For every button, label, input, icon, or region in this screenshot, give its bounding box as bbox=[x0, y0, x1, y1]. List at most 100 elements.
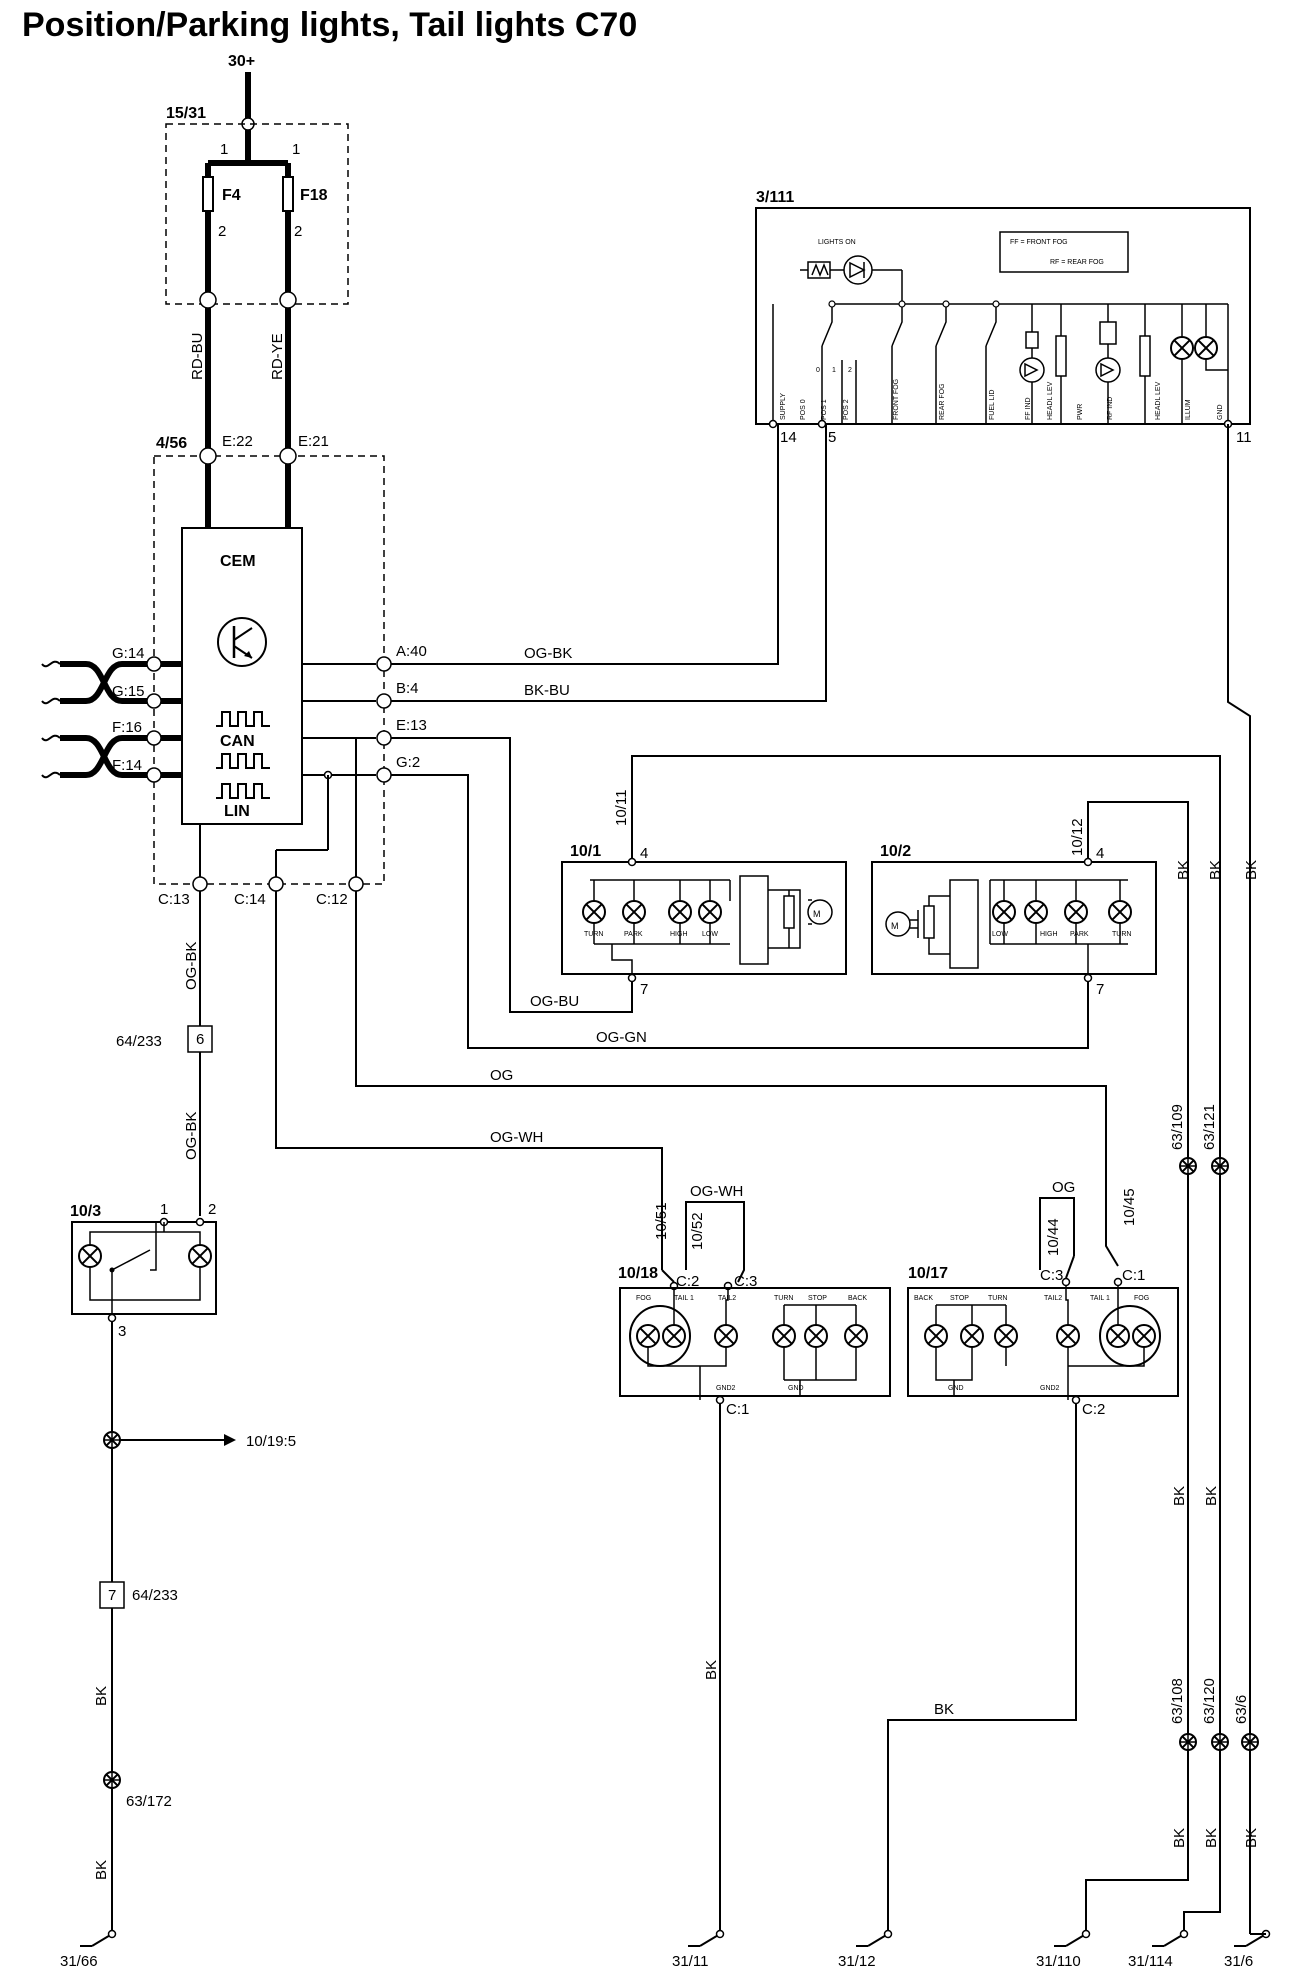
svg-text:TAIL 1: TAIL 1 bbox=[674, 1295, 694, 1302]
switch-id: 3/111 bbox=[756, 189, 794, 206]
svg-text:TAIL 1: TAIL 1 bbox=[1090, 1295, 1110, 1302]
svg-text:0: 0 bbox=[816, 367, 820, 374]
connector-64-233-a: 64/233 bbox=[116, 1033, 162, 1050]
svg-text:GND2: GND2 bbox=[716, 1385, 736, 1392]
svg-text:BK: BK bbox=[1171, 1828, 1188, 1848]
ground-31-12: 31/12 bbox=[838, 1953, 876, 1970]
taillamp-left-id: 10/18 bbox=[618, 1265, 658, 1282]
connector-64-233-b: 64/233 bbox=[132, 1587, 178, 1604]
svg-text:M: M bbox=[813, 909, 821, 919]
svg-text:POS 2: POS 2 bbox=[843, 399, 850, 420]
svg-text:FF = FRONT FOG: FF = FRONT FOG bbox=[1010, 239, 1068, 246]
headlamp-left-id: 10/1 bbox=[570, 843, 601, 860]
svg-text:4: 4 bbox=[1096, 845, 1104, 862]
svg-text:HEADL LEV: HEADL LEV bbox=[1155, 381, 1162, 420]
headlamp-right-10-2: 10/2 4 M LOW HIGH PARK TURN 7 bbox=[871, 843, 1157, 998]
svg-text:7: 7 bbox=[108, 1587, 116, 1604]
splice-63-172: 63/172 bbox=[126, 1793, 172, 1810]
svg-text:A:40: A:40 bbox=[396, 643, 427, 660]
svg-text:2: 2 bbox=[218, 223, 226, 240]
svg-text:FOG: FOG bbox=[636, 1295, 651, 1302]
supply-label: 30+ bbox=[228, 53, 255, 70]
conn-10-51: 10/51 bbox=[653, 1202, 670, 1240]
switch-pin-labels: SUPPLY POS 0 POS 1 POS 2 FRONT FOG REAR … bbox=[780, 379, 1224, 420]
fuse-f4: F4 bbox=[222, 187, 241, 204]
wire-og: OG bbox=[490, 1067, 513, 1084]
fusebox-15-31: 30+ 15/31 1 1 2 2 F4 F18 bbox=[165, 53, 349, 309]
cem-id: 4/56 bbox=[156, 435, 187, 452]
svg-text:OG-WH: OG-WH bbox=[690, 1183, 743, 1200]
svg-text:2: 2 bbox=[294, 223, 302, 240]
svg-text:TURN: TURN bbox=[584, 931, 603, 938]
svg-text:1: 1 bbox=[832, 367, 836, 374]
svg-text:TAIL2: TAIL2 bbox=[718, 1295, 736, 1302]
taillamp-right-10-17: OG 10/44 10/45 10/17 C:3 C:1 BACK STOP T… bbox=[907, 1179, 1179, 1418]
svg-text:BK: BK bbox=[1171, 1486, 1188, 1506]
svg-text:BK: BK bbox=[1203, 1828, 1220, 1848]
svg-text:C:1: C:1 bbox=[1122, 1267, 1145, 1284]
svg-text:BK: BK bbox=[1175, 860, 1192, 880]
svg-text:PARK: PARK bbox=[1070, 931, 1089, 938]
splice-63-121: 63/121 bbox=[1201, 1104, 1218, 1150]
splice-63-108: 63/108 bbox=[1169, 1678, 1186, 1724]
ground-31-11: 31/11 bbox=[672, 1953, 708, 1970]
svg-text:OG-BK: OG-BK bbox=[183, 942, 200, 990]
wire-bk-bu: BK-BU bbox=[524, 682, 570, 699]
svg-text:HIGH: HIGH bbox=[1040, 931, 1058, 938]
svg-text:LOW: LOW bbox=[702, 931, 718, 938]
svg-text:BACK: BACK bbox=[914, 1295, 933, 1302]
conn-10-11: 10/11 bbox=[613, 790, 630, 826]
svg-text:TURN: TURN bbox=[774, 1295, 793, 1302]
svg-text:C:3: C:3 bbox=[1040, 1267, 1063, 1284]
svg-text:2: 2 bbox=[848, 367, 852, 374]
svg-text:LIGHTS ON: LIGHTS ON bbox=[818, 239, 856, 246]
svg-text:OG-BK: OG-BK bbox=[183, 1112, 200, 1160]
svg-text:7: 7 bbox=[640, 981, 648, 998]
svg-text:E:22: E:22 bbox=[222, 433, 253, 450]
svg-text:RF = REAR FOG: RF = REAR FOG bbox=[1050, 259, 1104, 266]
svg-text:STOP: STOP bbox=[950, 1295, 969, 1302]
wire-og-wh: OG-WH bbox=[490, 1129, 543, 1146]
wire-og-bk: OG-BK bbox=[524, 645, 572, 662]
taillamp-right-id: 10/17 bbox=[908, 1265, 948, 1282]
light-switch-3-111: 3/111 LIGHTS ON FF = FRONT FOG RF = REAR… bbox=[755, 189, 1252, 446]
svg-text:4: 4 bbox=[640, 845, 648, 862]
fusebox-id: 15/31 bbox=[166, 105, 206, 122]
svg-text:RF IND: RF IND bbox=[1107, 397, 1114, 420]
svg-text:HIGH: HIGH bbox=[670, 931, 688, 938]
svg-text:BK: BK bbox=[93, 1686, 110, 1706]
svg-text:3: 3 bbox=[118, 1323, 126, 1340]
conn-10-52: 10/52 bbox=[689, 1212, 706, 1250]
svg-text:SUPPLY: SUPPLY bbox=[780, 393, 787, 420]
svg-text:M: M bbox=[891, 921, 899, 931]
svg-text:GND: GND bbox=[1217, 404, 1224, 420]
svg-text:TURN: TURN bbox=[1112, 931, 1131, 938]
svg-text:F:16: F:16 bbox=[112, 719, 142, 736]
svg-text:11: 11 bbox=[1236, 429, 1252, 446]
svg-text:1: 1 bbox=[292, 141, 300, 158]
wire-og-bu: OG-BU bbox=[530, 993, 579, 1010]
svg-text:G:2: G:2 bbox=[396, 754, 420, 771]
svg-text:E:21: E:21 bbox=[298, 433, 329, 450]
svg-text:HEADL LEV: HEADL LEV bbox=[1047, 381, 1054, 420]
svg-text:FRONT FOG: FRONT FOG bbox=[893, 379, 900, 420]
svg-text:GND: GND bbox=[948, 1385, 964, 1392]
ground-31-6: 31/6 bbox=[1224, 1953, 1253, 1970]
svg-text:BK: BK bbox=[93, 1860, 110, 1880]
svg-text:TAIL2: TAIL2 bbox=[1044, 1295, 1062, 1302]
svg-text:1: 1 bbox=[160, 1201, 168, 1218]
splice-63-109: 63/109 bbox=[1169, 1104, 1186, 1150]
can-bus-connections: G:14 G:15 F:16 F:14 bbox=[41, 645, 182, 783]
svg-text:BK: BK bbox=[1243, 860, 1260, 880]
ground-31-66: 31/66 bbox=[60, 1953, 98, 1970]
ref-10-19-5: 10/19:5 bbox=[246, 1433, 296, 1450]
svg-text:TURN: TURN bbox=[988, 1295, 1007, 1302]
svg-text:5: 5 bbox=[828, 429, 836, 446]
svg-text:FOG: FOG bbox=[1134, 1295, 1149, 1302]
svg-text:ILLUM: ILLUM bbox=[1185, 399, 1192, 420]
svg-text:BK: BK bbox=[1207, 860, 1224, 880]
svg-text:GND: GND bbox=[788, 1385, 804, 1392]
svg-text:BACK: BACK bbox=[848, 1295, 867, 1302]
svg-text:BK: BK bbox=[1243, 1828, 1260, 1848]
